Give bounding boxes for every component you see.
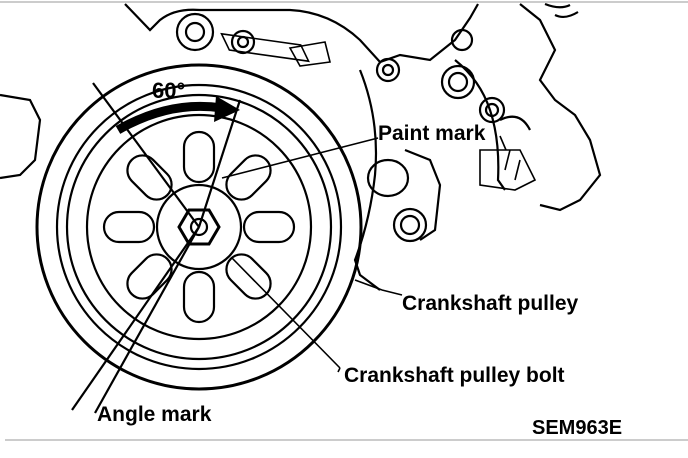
pulley-hub	[155, 183, 243, 271]
leader-lines	[221, 135, 507, 373]
pulley-bolt-hex	[177, 208, 221, 246]
angle-degrees-label: 60°	[152, 78, 185, 103]
rotation-arrow-60	[115, 96, 240, 134]
paint-mark-label: Paint mark	[378, 122, 486, 145]
pulley-outer-rim	[35, 63, 363, 391]
pulley-web	[85, 113, 313, 341]
pulley-slots	[102, 130, 296, 324]
angle-mark-label: Angle mark	[97, 403, 212, 426]
angle-reference-lines	[71, 82, 242, 414]
crankshaft-pulley	[35, 63, 363, 391]
crankshaft-pulley-label: Crankshaft pulley	[402, 292, 579, 315]
figure-code-label: SEM963E	[532, 417, 622, 439]
engine-housing	[0, 2, 602, 291]
pulley-groove-2	[65, 93, 333, 361]
crankshaft-pulley-bolt-label: Crankshaft pulley bolt	[344, 364, 565, 387]
pulley-bolt-center	[189, 217, 209, 237]
pulley-groove-1	[55, 83, 343, 371]
